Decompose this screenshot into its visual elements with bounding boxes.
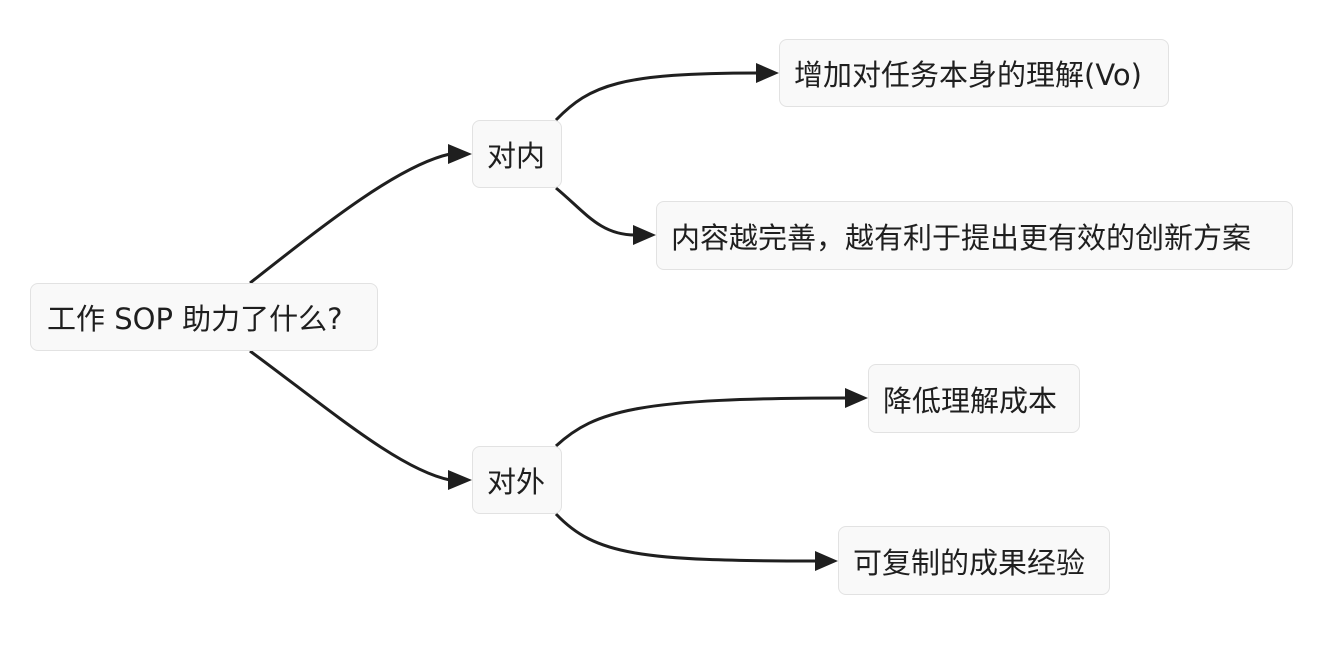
connector-root-to-outer (249, 349, 451, 482)
root-node[interactable]: 工作 SOP 助力了什么? (30, 283, 378, 351)
arrowhead-outer-child-2 (815, 551, 838, 571)
leaf-node-innovation[interactable]: 内容越完善，越有利于提出更有效的创新方案 (656, 201, 1293, 270)
arrowhead-inner (448, 144, 472, 164)
connector-outer-to-child-1 (554, 396, 847, 448)
arrowhead-inner-child-1 (756, 63, 779, 83)
leaf-node-understanding[interactable]: 增加对任务本身的理解(Vo) (779, 39, 1169, 107)
connector-outer-to-child-2 (554, 512, 817, 563)
leaf-node-reusable-experience[interactable]: 可复制的成果经验 (838, 526, 1110, 595)
connector-root-to-inner (249, 152, 451, 285)
connector-inner-to-child-1 (554, 71, 759, 122)
branch-node-inner[interactable]: 对内 (472, 120, 562, 188)
arrowhead-outer-child-1 (845, 388, 868, 408)
leaf-node-lower-cost[interactable]: 降低理解成本 (868, 364, 1080, 433)
connector-inner-to-child-2 (555, 186, 636, 237)
arrowhead-inner-child-2 (633, 225, 656, 245)
branch-node-outer[interactable]: 对外 (472, 446, 562, 514)
arrowhead-outer (448, 470, 472, 490)
